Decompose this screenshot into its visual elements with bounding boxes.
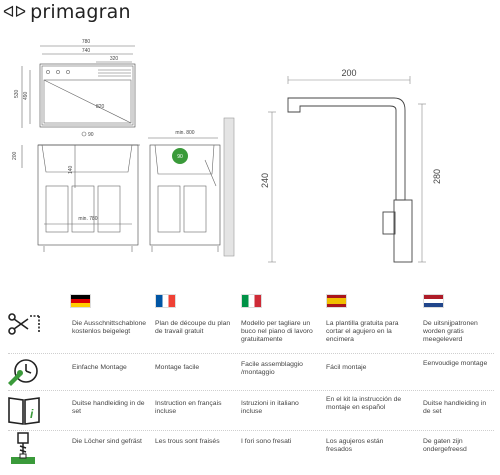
dim-490: 490 bbox=[23, 91, 29, 100]
manual-book-icon: i bbox=[8, 397, 40, 425]
cell-fr: Montage facile bbox=[155, 364, 200, 371]
flag-germany-icon bbox=[70, 294, 91, 308]
cell-de: Die Löcher sind gefräst bbox=[72, 438, 142, 445]
brand-logo: ᐊᐅ primagran bbox=[3, 3, 131, 22]
cell-nl: De uitsnijpatronen worden gratis meegele… bbox=[423, 320, 478, 343]
cell-de: Duitse handleiding in de set bbox=[72, 400, 145, 415]
sink-cabinet-view bbox=[148, 137, 221, 252]
scissors-template-icon bbox=[8, 313, 40, 335]
dim-90: 90 bbox=[88, 132, 94, 138]
faucet-dim-200: 200 bbox=[341, 68, 356, 78]
cell-es: En el kit la instrucción de montaje en e… bbox=[326, 396, 402, 411]
dim-min-780: min. 780 bbox=[78, 216, 97, 222]
flag-france-icon bbox=[155, 294, 176, 308]
sink-top-view bbox=[21, 45, 136, 137]
dim-820: 820 bbox=[96, 104, 105, 110]
dim-320: 320 bbox=[110, 56, 119, 62]
row-divider bbox=[8, 430, 494, 431]
cell-de: Einfache Montage bbox=[72, 364, 127, 371]
row-divider bbox=[8, 390, 494, 391]
90-degree-badge-icon bbox=[172, 148, 188, 164]
faucet-dim-240: 240 bbox=[260, 173, 270, 188]
cell-nl: Duitse handleiding in de set bbox=[423, 400, 487, 415]
cell-it: Modello per tagliare un buco nel piano d… bbox=[241, 320, 313, 343]
brand-name: primagran bbox=[30, 1, 131, 23]
cell-fr: Instruction en français incluse bbox=[155, 400, 222, 415]
cell-nl: De gaten zijn ondergefreesd bbox=[423, 438, 467, 453]
cell-es: Los agujeros están fresados bbox=[326, 438, 384, 453]
flag-netherlands-icon bbox=[423, 294, 444, 308]
cell-de: Die Ausschnittschablone kostenlos beigel… bbox=[72, 320, 147, 335]
cell-fr: Les trous sont fraisés bbox=[155, 438, 220, 445]
drill-holes-icon bbox=[11, 432, 35, 464]
dim-780: 780 bbox=[82, 39, 91, 45]
svg-text:i: i bbox=[30, 407, 34, 421]
cell-it: I fori sono fresati bbox=[241, 438, 292, 445]
dim-530: 530 bbox=[14, 89, 20, 98]
cell-it: Istruzioni in italiano incluse bbox=[241, 400, 299, 415]
wrench-clock-icon bbox=[8, 359, 38, 386]
dim-min-800: min. 800 bbox=[175, 130, 194, 136]
flag-spain-icon bbox=[326, 294, 347, 308]
technical-drawings: 780 740 320 530 490 820 90 200 140 min. … bbox=[12, 39, 442, 263]
dim-200: 200 bbox=[12, 151, 18, 160]
dim-140: 140 bbox=[68, 165, 74, 174]
cell-fr: Plan de découpe du plan de travail gratu… bbox=[155, 320, 231, 335]
cell-es: Fácil montaje bbox=[326, 364, 367, 371]
cell-it: Facile assemblaggio /montaggio bbox=[241, 361, 303, 376]
brand-mark: ᐊᐅ bbox=[3, 3, 27, 21]
faucet-drawing bbox=[268, 76, 426, 263]
dim-90-badge: 90 bbox=[177, 154, 183, 160]
faucet-dim-280: 280 bbox=[432, 169, 442, 184]
row-divider bbox=[8, 353, 494, 354]
cell-nl: Eenvoudige montage bbox=[423, 360, 488, 367]
dim-740: 740 bbox=[82, 48, 91, 54]
sink-side-view bbox=[21, 144, 140, 252]
flag-italy-icon bbox=[241, 294, 262, 308]
cell-es: La plantilla gratuita para cortar el agu… bbox=[326, 320, 399, 343]
